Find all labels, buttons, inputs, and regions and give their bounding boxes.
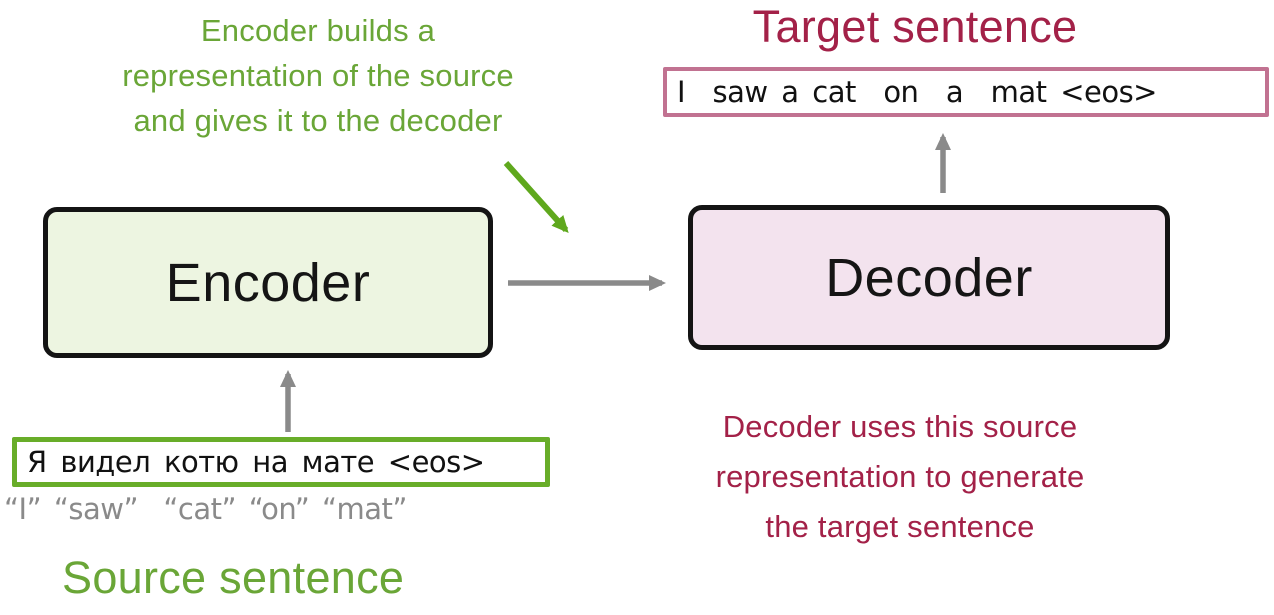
target-sentence-text: I saw a cat on a mat <eos> bbox=[677, 75, 1157, 109]
source-sentence-title: Source sentence bbox=[62, 552, 405, 603]
decoder-note-line-2: representation to generate bbox=[715, 459, 1085, 494]
encoder-note-line-2: representation of the source bbox=[122, 58, 514, 93]
encoder-note: Encoder builds a representation of the s… bbox=[8, 8, 628, 143]
source-sentence-box: Я видел котю на мате <eos> bbox=[12, 437, 550, 487]
decoder-block: Decoder bbox=[688, 205, 1170, 350]
target-sentence-title: Target sentence bbox=[752, 1, 1078, 52]
encoder-block: Encoder bbox=[43, 207, 493, 358]
decoder-note: Decoder uses this source representation … bbox=[645, 402, 1155, 552]
encoder-note-line-1: Encoder builds a bbox=[200, 13, 436, 48]
encoder-label: Encoder bbox=[165, 252, 371, 313]
encoder-note-line-3: and gives it to the decoder bbox=[133, 103, 503, 138]
target-sentence-box: I saw a cat on a mat <eos> bbox=[663, 67, 1269, 117]
decoder-note-line-3: the target sentence bbox=[765, 509, 1035, 544]
source-gloss-text: “I” “saw” “cat” “on” “mat” bbox=[4, 492, 407, 526]
encoder-note-arrow bbox=[503, 160, 569, 233]
decoder-label: Decoder bbox=[825, 247, 1033, 308]
decoder-note-line-1: Decoder uses this source bbox=[722, 409, 1078, 444]
source-sentence-text: Я видел котю на мате <eos> bbox=[27, 445, 485, 479]
